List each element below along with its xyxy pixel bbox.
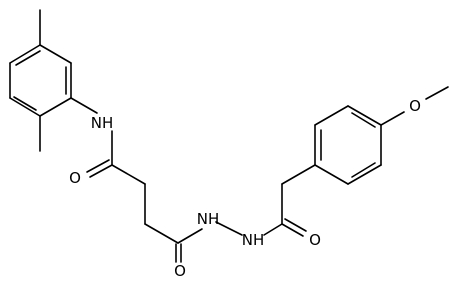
atom-label-o-hydrazide-left: O (174, 262, 186, 280)
bond-double-inner (13, 96, 37, 111)
bond (380, 111, 405, 126)
bond (281, 164, 316, 185)
atom-label-o-hydrazide-right: O (309, 231, 321, 249)
bond (144, 223, 179, 244)
bond-double (281, 223, 304, 237)
bond-double-inner (351, 162, 376, 178)
bond-double-inner (351, 112, 376, 128)
methoxyphenyl-ring (314, 105, 382, 185)
bond-double-inner (15, 50, 41, 66)
bond (215, 221, 243, 236)
atom-label-o-amide: O (69, 169, 81, 187)
atom-label-nh-hydrazide-2: NH (242, 231, 265, 249)
dimethylphenyl-ring (9, 44, 72, 117)
bond (9, 44, 41, 64)
bond (314, 105, 349, 126)
bond-double (284, 218, 307, 232)
bond (9, 97, 41, 117)
atom-label-nh-amide: NH (91, 114, 114, 132)
bond (111, 164, 146, 185)
bond (39, 97, 72, 117)
bond-double (86, 159, 110, 173)
atom-label-o-methoxy: O (409, 97, 421, 115)
bond (263, 223, 283, 236)
bond (177, 228, 203, 244)
bond (347, 164, 382, 185)
atom-label-nh-hydrazide-1: NH (197, 210, 220, 228)
bond (314, 164, 349, 185)
bond-double (89, 164, 113, 178)
bond (347, 105, 382, 126)
bond (425, 86, 449, 100)
bond (39, 44, 72, 64)
bond (70, 97, 98, 114)
